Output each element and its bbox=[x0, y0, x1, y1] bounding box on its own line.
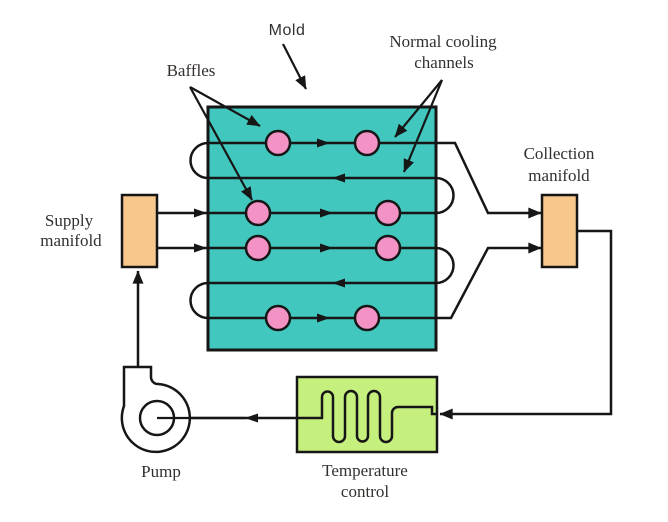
normal-cooling-channels-label-line1: Normal cooling bbox=[389, 32, 497, 51]
cooling-channel-label-arrow-1 bbox=[394, 79, 443, 138]
baffle-circle bbox=[264, 129, 292, 157]
cooling-circuit-1 bbox=[157, 141, 542, 219]
flow-arrows bbox=[194, 138, 345, 323]
collection-manifold-label-line1: Collection bbox=[524, 144, 595, 163]
baffle-circle bbox=[374, 199, 402, 227]
label-arrows bbox=[189, 43, 444, 201]
flow-arrow-right bbox=[194, 208, 207, 218]
collection-manifold bbox=[540, 193, 579, 269]
normal-cooling-channels-label-line2: channels bbox=[414, 53, 473, 72]
cooling-circuit-2 bbox=[157, 242, 542, 320]
cooling-channel-label-arrow-2 bbox=[402, 79, 444, 173]
baffle-circles bbox=[244, 129, 402, 332]
flow-arrow-right bbox=[320, 208, 333, 218]
flow-arrow-right bbox=[317, 138, 330, 148]
baffle-circle bbox=[353, 304, 381, 332]
baffle-circle bbox=[353, 129, 381, 157]
flow-arrow-right bbox=[317, 313, 330, 323]
supply-manifold-label-line1: Supply bbox=[45, 211, 94, 230]
flow-arrow-right bbox=[320, 243, 333, 253]
baffles-label-arrow-1 bbox=[189, 86, 261, 127]
baffle-circle bbox=[244, 199, 272, 227]
flow-arrow-left bbox=[332, 173, 345, 183]
baffle-circle bbox=[374, 234, 402, 262]
flow-arrow-right bbox=[194, 243, 207, 253]
supply-manifold bbox=[120, 193, 159, 269]
temperature-control-label-line1: Temperature bbox=[322, 461, 408, 480]
flow-arrow-left bbox=[332, 278, 345, 288]
supply-manifold-label-line2: manifold bbox=[40, 231, 102, 250]
baffles-label-arrow-2 bbox=[189, 86, 253, 201]
baffles-label: Baffles bbox=[167, 61, 216, 80]
pump-label: Pump bbox=[141, 462, 181, 481]
temperature-control-label-line2: control bbox=[341, 482, 389, 501]
baffle-circle bbox=[244, 234, 272, 262]
return-line bbox=[439, 229, 613, 420]
coil-and-suction-line bbox=[157, 389, 437, 444]
mold-label: Mold bbox=[269, 22, 306, 39]
collection-manifold-label-line2: manifold bbox=[528, 166, 590, 185]
flow-arrow-to-pump bbox=[245, 413, 258, 423]
baffle-circle bbox=[264, 304, 292, 332]
mold-label-arrow bbox=[282, 43, 307, 90]
mold-rect bbox=[206, 105, 438, 352]
